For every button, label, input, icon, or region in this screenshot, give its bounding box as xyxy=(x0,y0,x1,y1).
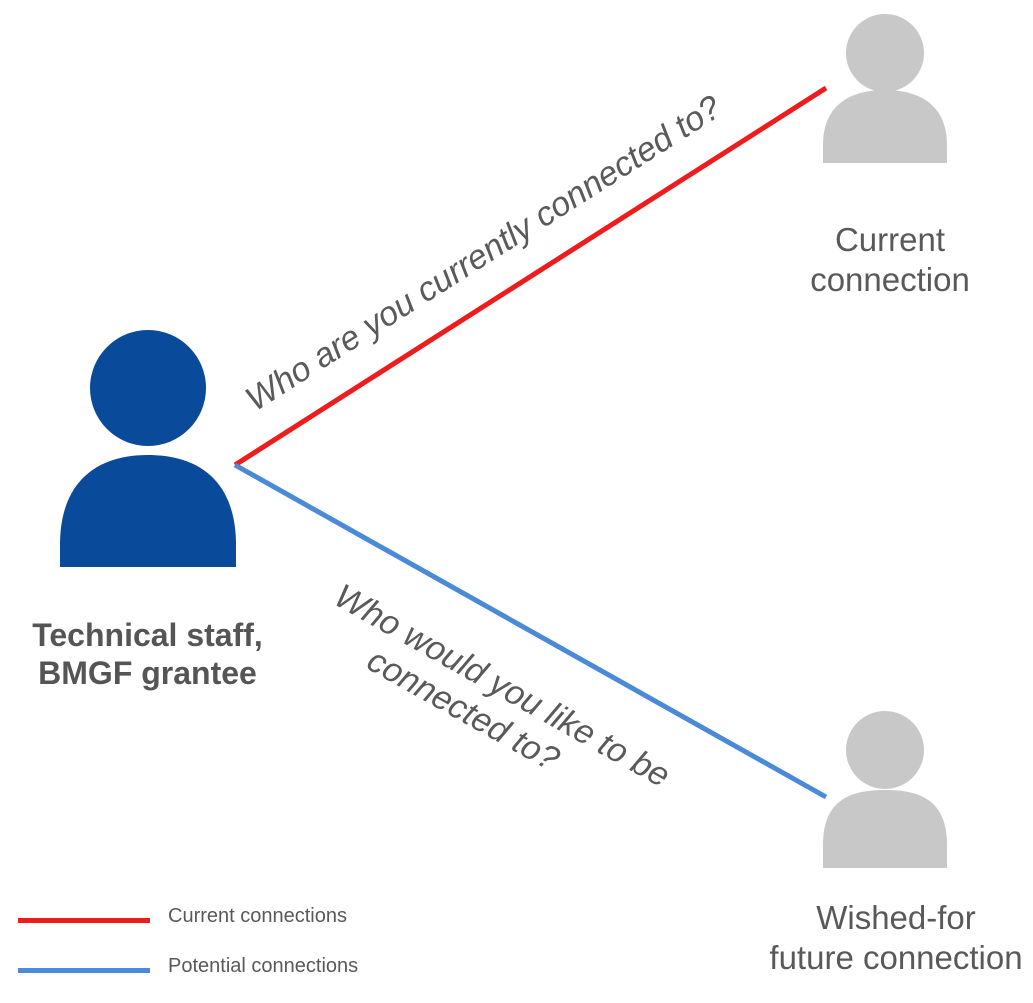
current-connection-label-line1: Current xyxy=(834,221,946,258)
current-connection-label-line2: connection xyxy=(810,260,970,298)
wished-connection-label: Wished-for future connection xyxy=(760,898,1032,977)
legend-label-current: Current connections xyxy=(168,905,347,927)
main-person-icon xyxy=(60,330,236,567)
current-connection-person-icon xyxy=(823,14,947,163)
legend-item-current: Current connections xyxy=(18,903,418,953)
wished-connection-label-line1: Wished-for xyxy=(816,899,976,936)
potential-connection-line xyxy=(233,462,828,800)
wished-connection-label-line2: future connection xyxy=(769,938,1023,976)
legend-swatch-potential xyxy=(18,968,150,973)
current-connection-line xyxy=(233,85,828,468)
main-person-label: Technical staff, BMGF grantee xyxy=(0,616,295,693)
legend-item-potential: Potential connections xyxy=(18,953,418,1003)
main-person-label-line1: Technical staff, xyxy=(32,617,263,653)
current-connection-label: Current connection xyxy=(790,220,990,299)
legend-label-potential: Potential connections xyxy=(168,955,359,977)
main-person-label-line2: BMGF grantee xyxy=(38,655,257,692)
legend-swatch-current xyxy=(18,918,150,923)
current-question-label: Who are you currently connected to? xyxy=(239,88,728,419)
wished-connection-person-icon xyxy=(823,711,947,868)
legend: Current connections Potential connection… xyxy=(18,903,418,1003)
